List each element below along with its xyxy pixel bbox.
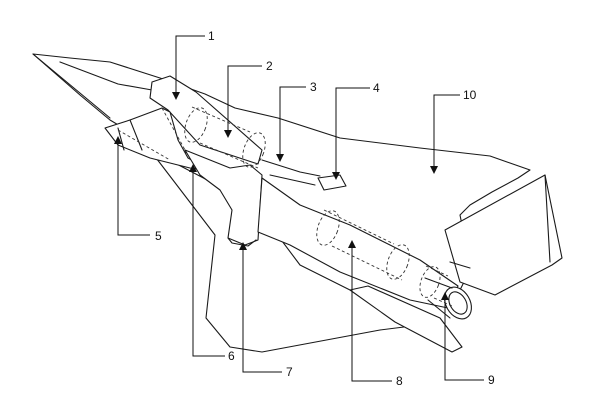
leader-5 [117,140,150,236]
arrow-4 [332,172,340,180]
callout-8: 8 [396,374,403,388]
callout-4: 4 [373,81,380,95]
callout-5: 5 [155,229,162,243]
upper-inlet [149,75,263,165]
nozzle-casing [424,277,453,319]
arrow-10 [430,166,438,174]
engine-cylinder [316,209,410,281]
arrow-2 [224,130,232,138]
callout-7: 7 [286,365,293,379]
callout-9: 9 [488,373,495,387]
arrow-9 [441,292,449,300]
arrow-5 [114,136,122,144]
tail-inner-edge [449,174,551,269]
leader-9 [444,296,484,381]
leader-3 [279,86,306,158]
callout-6: 6 [228,349,235,363]
callout-3: 3 [310,80,317,94]
arrow-1 [172,92,180,100]
nozzle-inner [448,291,468,315]
arrow-6 [189,164,197,172]
leader-2 [227,65,262,134]
leader-1 [175,35,205,96]
arrow-8 [348,240,356,248]
lower-tail-fin [349,285,463,353]
callout-10: 10 [463,88,477,102]
leader-4 [335,87,370,176]
duct-bottom [227,237,257,247]
leader-7 [242,246,282,373]
callout-1: 1 [208,29,215,43]
engine-nozzle [444,286,472,320]
arrow-3 [276,154,284,162]
leader-8 [351,244,392,382]
afterburner-cylinder [419,265,453,307]
intake-lip [117,119,143,151]
leader-6 [192,168,225,357]
spine-line [261,159,321,186]
intake-hidden [117,107,186,161]
arrow-7 [239,242,247,250]
callout-2: 2 [266,59,273,73]
nose-edge [32,53,153,119]
leader-10 [433,94,460,170]
fan-cylinder [184,106,266,169]
small-door [317,174,347,191]
